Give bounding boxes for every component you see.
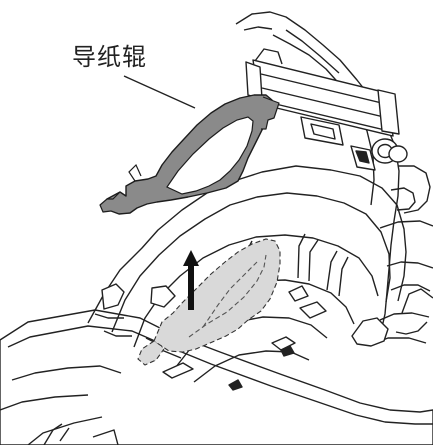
lift-direction-arrow — [183, 250, 199, 310]
guide-roller-part — [99, 94, 280, 215]
callout-leader-line — [123, 75, 196, 109]
callout-label: 导纸辊 — [72, 43, 147, 71]
guide-roller-ghost — [137, 238, 281, 366]
printer-body — [0, 11, 433, 445]
